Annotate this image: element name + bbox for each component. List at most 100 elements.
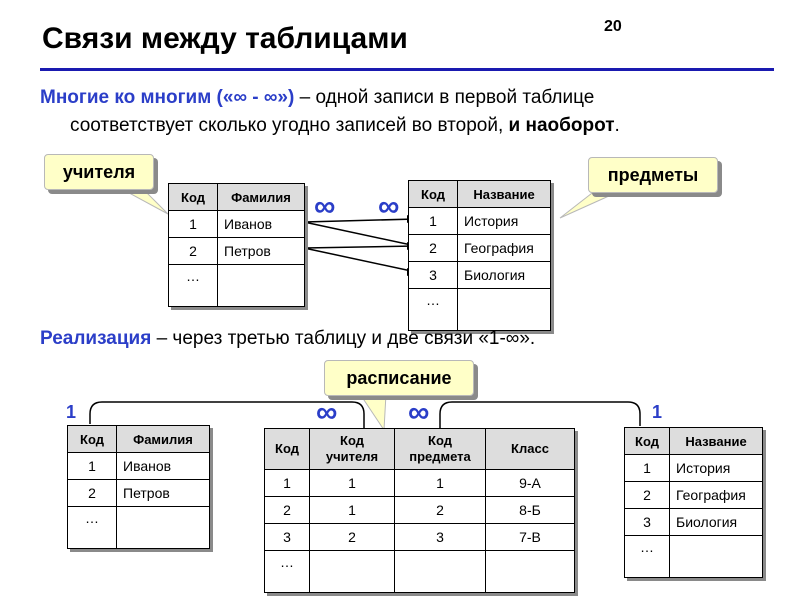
column-header: Фамилия: [217, 183, 305, 211]
subjects-table-2: Код Название 1 История 2 География 3 Био…: [624, 427, 763, 578]
infinity-symbol: ∞: [408, 396, 430, 429]
column-header: Код: [264, 428, 310, 470]
slide-number: 20: [604, 18, 622, 35]
implementation-text: – через третью таблицу и две связи «1-∞»…: [151, 328, 536, 349]
intro-period: .: [614, 115, 620, 136]
callout-subjects: предметы: [588, 157, 718, 193]
relation-line-teachers: [89, 401, 365, 428]
table-cell: Иванов: [217, 210, 305, 238]
table-cell: Петров: [116, 479, 210, 507]
teachers-table-2: Код Фамилия 1 Иванов 2 Петров …: [67, 425, 210, 549]
table-row: 1 1 1 9-А: [264, 469, 575, 497]
table-row: …: [624, 535, 763, 578]
table-cell: [217, 264, 305, 307]
table-cell: …: [168, 264, 218, 307]
table-cell: История: [457, 207, 551, 235]
column-header: Название: [669, 427, 763, 455]
table-row: 3 Биология: [624, 508, 763, 536]
callout-schedule: расписание: [324, 360, 474, 396]
table-cell: 3: [624, 508, 670, 536]
teachers-table: Код Фамилия 1 Иванов 2 Петров …: [168, 183, 305, 307]
table-row: 2 1 2 8-Б: [264, 496, 575, 524]
table-header-row: Код Название: [408, 180, 551, 208]
column-header: Код: [168, 183, 218, 211]
table-row: 1 История: [408, 207, 551, 235]
slide-title: Связи между таблицами: [42, 22, 408, 55]
table-cell: 1: [309, 496, 395, 524]
table-cell: 1: [394, 469, 486, 497]
table-cell: 7-В: [485, 523, 575, 551]
table-row: 2 География: [408, 234, 551, 262]
table-cell: 1: [168, 210, 218, 238]
link-line: [303, 221, 417, 247]
table-cell: 1: [408, 207, 458, 235]
table-cell: 3: [264, 523, 310, 551]
table-cell: История: [669, 454, 763, 482]
table-cell: 1: [624, 454, 670, 482]
table-cell: География: [457, 234, 551, 262]
table-cell: [394, 550, 486, 593]
column-header: Код учителя: [309, 428, 395, 470]
column-header: Код: [67, 425, 117, 453]
column-header: Название: [457, 180, 551, 208]
table-row: 1 Иванов: [67, 452, 210, 480]
table-cell: 3: [408, 261, 458, 289]
table-cell: …: [264, 550, 310, 593]
link-line: [303, 247, 417, 273]
intro-bold-end: и наоборот: [508, 115, 615, 136]
table-row: 2 Петров: [168, 237, 305, 265]
table-cell: 2: [264, 496, 310, 524]
table-cell: 2: [408, 234, 458, 262]
subjects-table: Код Название 1 История 2 География 3 Био…: [408, 180, 551, 331]
table-cell: 1: [67, 452, 117, 480]
infinity-symbol: ∞: [314, 190, 336, 223]
table-row: 1 История: [624, 454, 763, 482]
callout-pointer-teachers: [118, 185, 169, 215]
column-header: Код: [408, 180, 458, 208]
table-cell: Биология: [669, 508, 763, 536]
title-rule: [40, 68, 774, 71]
table-row: 3 2 3 7-В: [264, 523, 575, 551]
one-symbol: 1: [652, 402, 663, 422]
table-cell: 2: [309, 523, 395, 551]
table-header-row: Код Название: [624, 427, 763, 455]
table-row: 2 География: [624, 481, 763, 509]
intro-text-1: – одной записи в первой таблице: [294, 87, 595, 108]
table-cell: 9-А: [485, 469, 575, 497]
relation-line-subjects: [439, 401, 641, 428]
intro-line-2: соответствует сколько угодно записей во …: [70, 115, 620, 137]
table-header-row: Код Фамилия: [168, 183, 305, 211]
one-symbol: 1: [66, 402, 77, 422]
table-cell: 2: [624, 481, 670, 509]
implementation-term: Реализация: [40, 328, 152, 349]
link-line: [303, 245, 417, 249]
table-cell: [669, 535, 763, 578]
infinity-symbol: ∞: [378, 190, 400, 223]
table-cell: 8-Б: [485, 496, 575, 524]
table-row: …: [168, 264, 305, 307]
intro-text-2: соответствует сколько угодно записей во …: [70, 115, 509, 136]
infinity-symbol: ∞: [316, 396, 338, 429]
column-header: Класс: [485, 428, 575, 470]
callout-teachers: учителя: [44, 154, 154, 190]
table-cell: 2: [394, 496, 486, 524]
schedule-table: Код Код учителя Код предмета Класс 1 1 1…: [264, 428, 575, 593]
callout-pointer-subjects: [559, 189, 621, 219]
table-cell: …: [67, 506, 117, 549]
table-cell: [485, 550, 575, 593]
table-header-row: Код Фамилия: [67, 425, 210, 453]
table-cell: Иванов: [116, 452, 210, 480]
table-cell: 1: [309, 469, 395, 497]
implementation-line: Реализация – через третью таблицу и две …: [40, 328, 535, 350]
table-cell: [457, 288, 551, 331]
column-header: Код: [624, 427, 670, 455]
intro-line-1: Многие ко многим («∞ - ∞») – одной запис…: [40, 87, 594, 109]
table-row: 1 Иванов: [168, 210, 305, 238]
table-cell: …: [624, 535, 670, 578]
table-cell: Петров: [217, 237, 305, 265]
table-row: 2 Петров: [67, 479, 210, 507]
table-cell: [309, 550, 395, 593]
table-row: …: [67, 506, 210, 549]
table-cell: 2: [67, 479, 117, 507]
